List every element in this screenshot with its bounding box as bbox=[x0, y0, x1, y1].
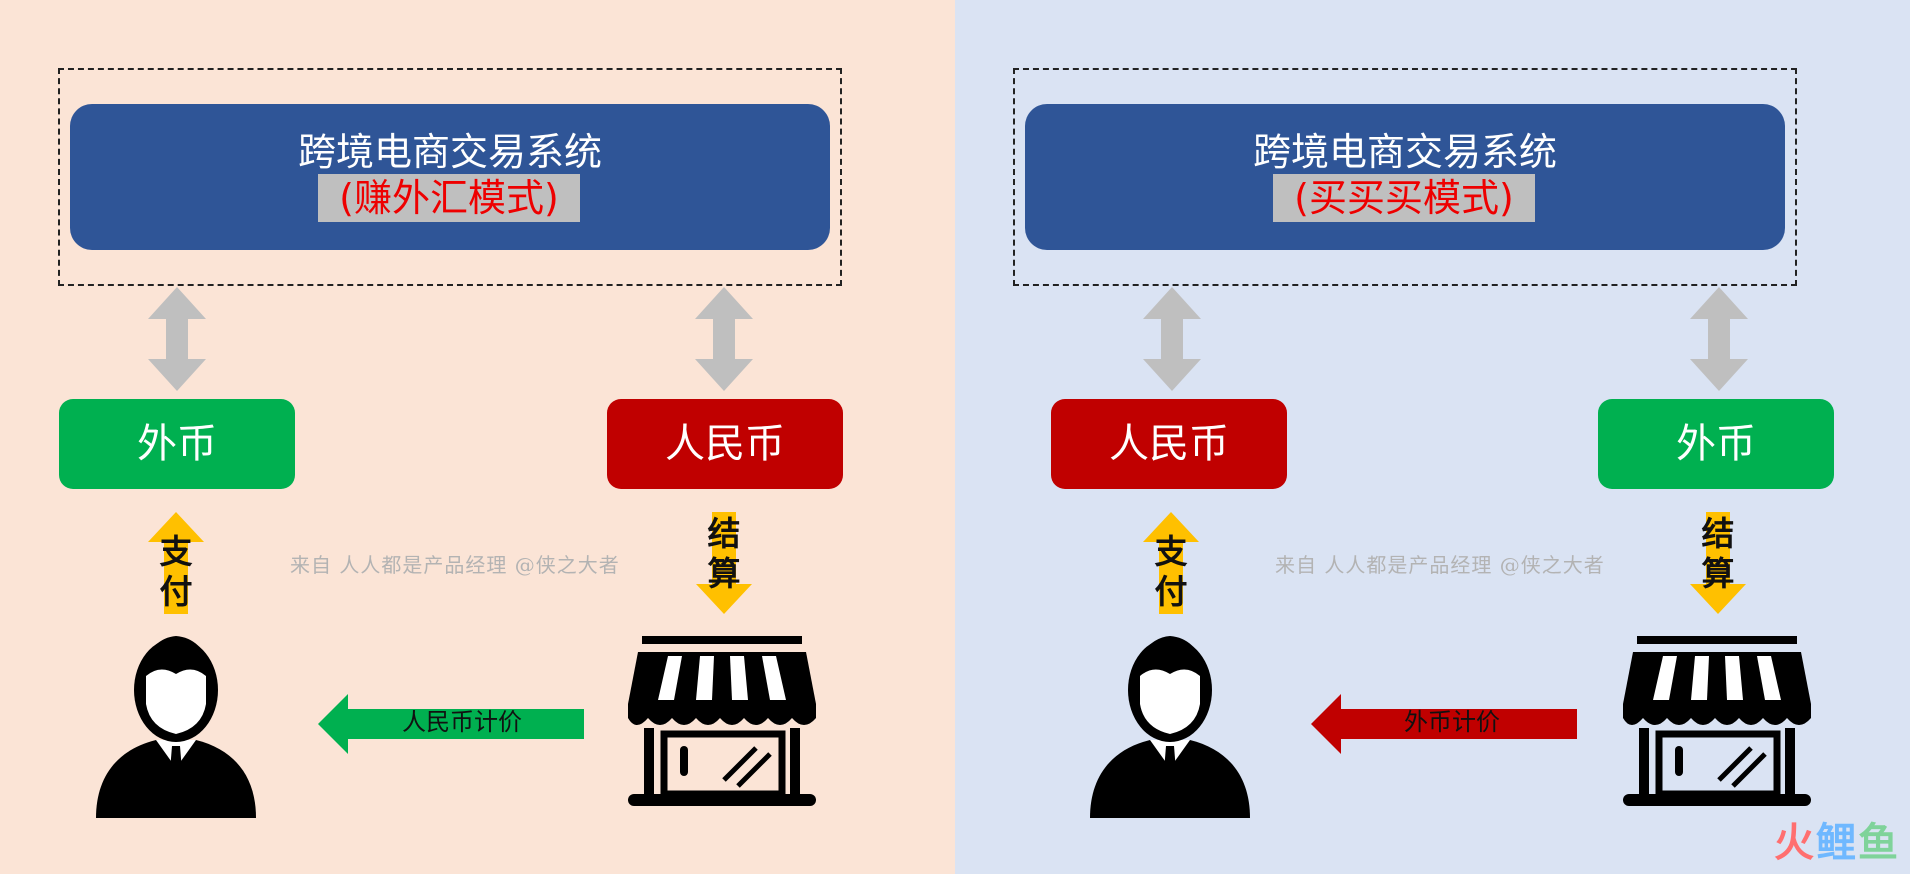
left-arrow-icon bbox=[318, 694, 584, 754]
double-arrow-icon bbox=[1143, 287, 1201, 391]
system-frame bbox=[1013, 68, 1797, 286]
site-logo: 火鲤鱼 bbox=[1774, 810, 1900, 868]
logo-part: 鱼 bbox=[1858, 820, 1900, 866]
person-icon bbox=[1090, 636, 1250, 818]
double-arrow-icon bbox=[1690, 287, 1748, 391]
rmb-chip: 人民币 bbox=[607, 399, 843, 489]
system-box: 跨境电商交易系统 (赚外汇模式) bbox=[70, 104, 830, 250]
shop-icon bbox=[628, 636, 816, 806]
up-arrow-icon bbox=[1143, 512, 1199, 614]
foreign-currency-chip: 外币 bbox=[59, 399, 295, 489]
logo-part: 火 bbox=[1774, 820, 1816, 866]
system-mode: (赚外汇模式) bbox=[318, 174, 580, 222]
down-arrow-icon bbox=[696, 512, 752, 614]
system-title: 跨境电商交易系统 bbox=[1252, 130, 1557, 174]
up-arrow-icon bbox=[148, 512, 204, 614]
system-title: 跨境电商交易系统 bbox=[297, 130, 602, 174]
settle-label: 结算 bbox=[707, 514, 741, 593]
watermark: 来自 人人都是产品经理 @侠之大者 bbox=[290, 553, 620, 577]
foreign-currency-chip: 外币 bbox=[1598, 399, 1834, 489]
price-label: 人民币计价 bbox=[402, 708, 522, 736]
right-panel: 跨境电商交易系统 (买买买模式) 人民币 外币 支付 结算 来自 人人都是产品经… bbox=[955, 0, 1910, 874]
person-icon bbox=[96, 636, 256, 818]
system-frame bbox=[58, 68, 842, 286]
system-mode: (买买买模式) bbox=[1273, 174, 1535, 222]
shop-icon bbox=[1623, 636, 1811, 806]
double-arrow-icon bbox=[148, 287, 206, 391]
left-panel: 跨境电商交易系统 (赚外汇模式) 外币 人民币 支付 结算 来自 人人都是产品经… bbox=[0, 0, 955, 874]
settle-label: 结算 bbox=[1701, 514, 1735, 593]
logo-part: 鲤 bbox=[1816, 820, 1858, 866]
left-arrow-icon bbox=[1311, 694, 1577, 754]
rmb-chip: 人民币 bbox=[1051, 399, 1287, 489]
down-arrow-icon bbox=[1690, 512, 1746, 614]
price-label: 外币计价 bbox=[1404, 708, 1500, 736]
pay-label: 支付 bbox=[159, 532, 193, 611]
double-arrow-icon bbox=[695, 287, 753, 391]
pay-label: 支付 bbox=[1154, 532, 1188, 611]
watermark: 来自 人人都是产品经理 @侠之大者 bbox=[1275, 553, 1605, 577]
system-box: 跨境电商交易系统 (买买买模式) bbox=[1025, 104, 1785, 250]
